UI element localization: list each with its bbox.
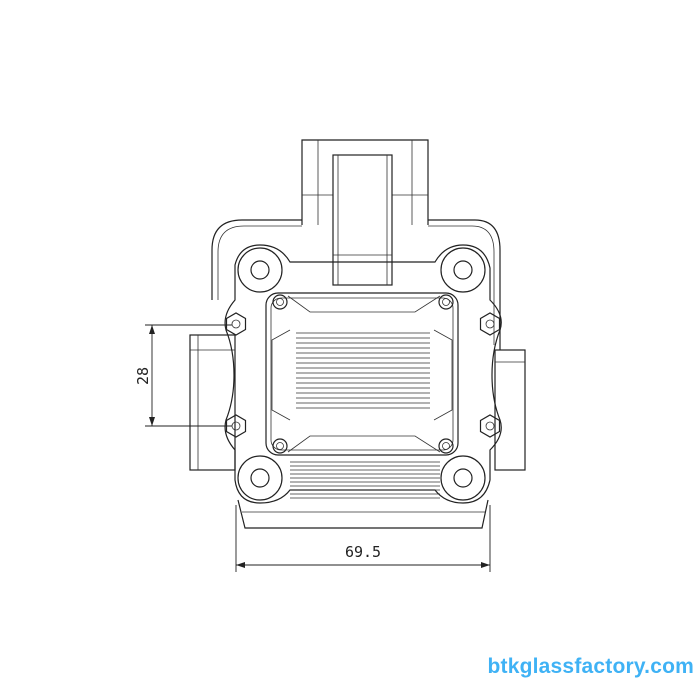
base [237,499,489,529]
mounting-hole-icon [237,247,283,293]
mounting-hole-icon [440,455,486,501]
mounting-hole-icon [440,247,486,293]
screw-icon [272,294,288,310]
screw-icon [438,294,454,310]
heat-sink-fins [296,332,430,409]
screw-icon [438,438,454,454]
bottom-fins [290,461,440,499]
dimension-height-label: 28 [134,367,152,385]
housing [189,219,526,471]
mounting-hole-icon [237,455,283,501]
mounting-plate [224,244,502,504]
top-bracket [301,139,429,286]
hex-nut-icon [225,312,247,336]
dimension-69-5: 69.5 [235,505,491,572]
watermark: btkglassfactory.com [487,655,694,678]
hex-nut-icon [479,414,501,438]
hex-nut-icon [479,312,501,336]
dimension-28: 28 [134,324,232,427]
dimension-width-label: 69.5 [345,543,381,561]
screw-icon [272,438,288,454]
